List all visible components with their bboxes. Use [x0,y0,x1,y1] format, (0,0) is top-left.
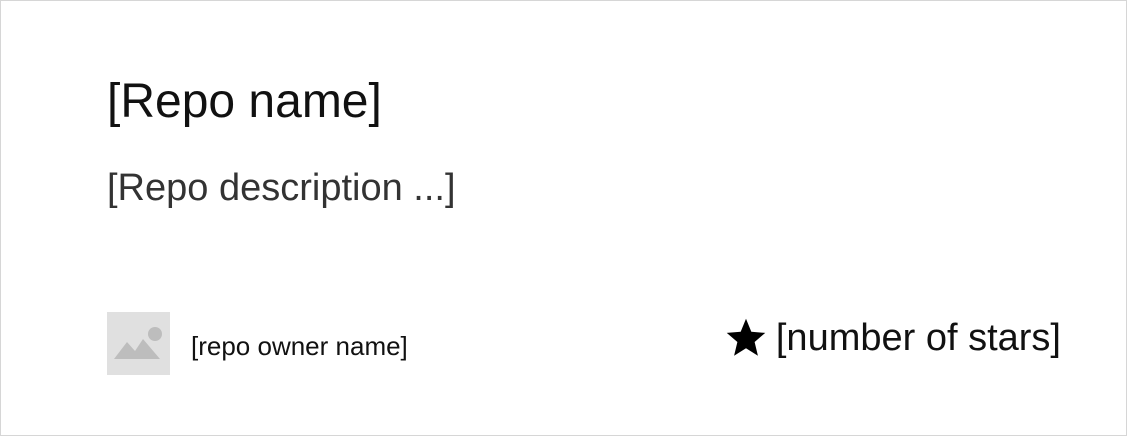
star-icon [726,318,766,356]
repo-name[interactable]: [Repo name] [107,75,382,128]
owner-name: [repo owner name] [191,331,408,361]
repo-stars: [number of stars] [724,315,1061,361]
repo-owner[interactable]: [repo owner name] [107,312,408,375]
repo-description: [Repo description ...] [107,167,456,209]
stars-count: [number of stars] [775,317,1061,359]
image-placeholder-icon [114,327,162,359]
owner-avatar [107,312,170,375]
